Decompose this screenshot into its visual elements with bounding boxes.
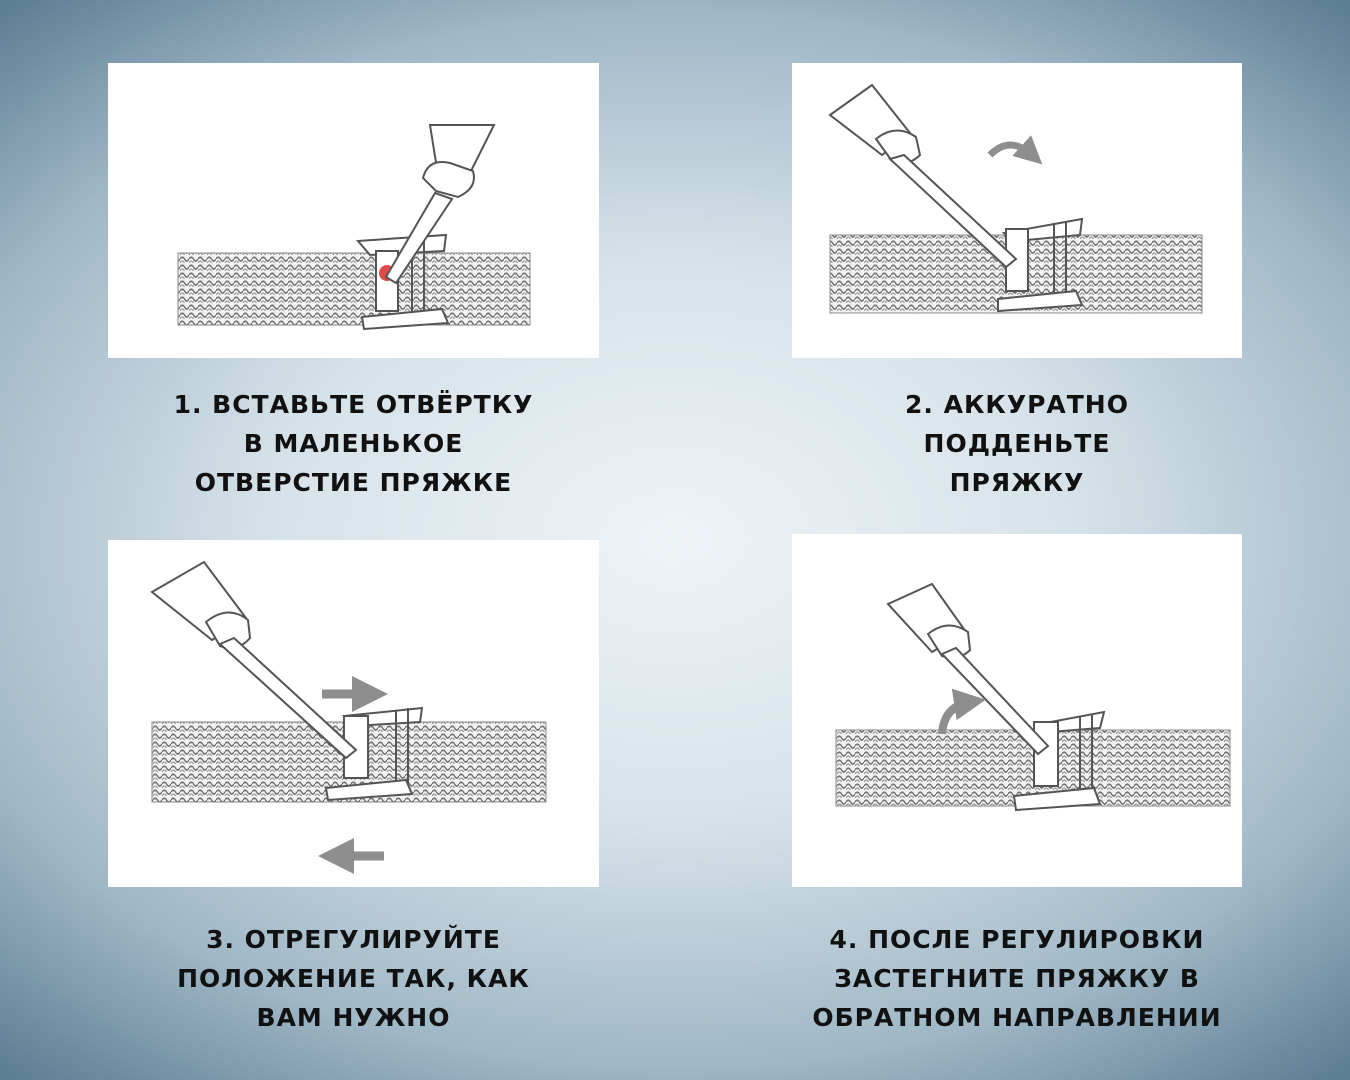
step-1-diagram [177,124,531,331]
caption-line: 1. Вставьте отвёртку [173,390,534,419]
curved-arrow-icon [938,688,986,735]
buckle-clasp [997,217,1084,313]
step-2-diagram [828,83,1203,314]
screwdriver-icon [384,124,496,285]
step-4-diagram [835,582,1231,812]
caption-line: отверстие пряжке [194,468,513,497]
caption-line: пряжку [949,468,1085,497]
step-4-caption: 4. После регулировки застегните пряжку в… [792,920,1242,1037]
step-1-caption: 1. Вставьте отвёртку в маленькое отверст… [108,385,599,502]
caption-line: 3. Отрегулируйте [206,925,501,954]
step-4-illustration [792,534,1242,887]
caption-line: вам нужно [256,1003,451,1032]
curved-arrow-icon [987,135,1043,165]
caption-line: застегните пряжку в [834,964,1200,993]
step-3-diagram [150,560,547,874]
screwdriver-icon [150,560,358,760]
step-1-illustration [108,63,599,358]
step-3-illustration [108,540,599,887]
caption-line: в маленькое [243,429,464,458]
screwdriver-icon [886,582,1050,756]
caption-line: 4. После регулировки [829,925,1205,954]
mesh-band [177,252,531,326]
step-2-illustration [792,63,1242,358]
caption-line: обратном направлении [812,1003,1222,1032]
step-2-caption: 2. Аккуратно подденьте пряжку [792,385,1242,502]
caption-line: положение так, как [177,964,530,993]
buckle-clasp [324,706,424,802]
caption-line: 2. Аккуратно [905,390,1129,419]
caption-line: подденьте [923,429,1111,458]
step-3-caption: 3. Отрегулируйте положение так, как вам … [108,920,599,1037]
screwdriver-icon [828,83,1018,269]
